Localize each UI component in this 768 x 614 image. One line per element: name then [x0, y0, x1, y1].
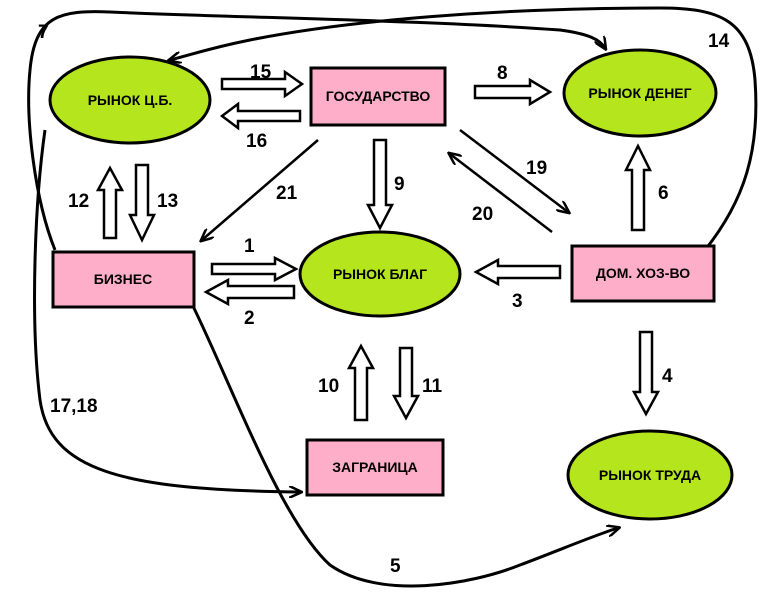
flow-label-10: 10 [318, 376, 339, 397]
flow-label-17-18: 17,18 [50, 396, 98, 417]
securities-market-label: РЫНОК Ц.Б. [88, 92, 173, 108]
flow-label-6: 6 [658, 183, 669, 204]
flow-label-13: 13 [157, 191, 178, 212]
flow-label-16: 16 [246, 131, 267, 152]
flow-5-curve [188, 299, 618, 588]
flow-label-14: 14 [708, 31, 730, 52]
foreign-sector-label: ЗАГРАНИЦА [332, 459, 418, 475]
flow-label-21: 21 [276, 183, 298, 204]
flow-9-arrow [365, 138, 395, 231]
flow-7-curve [27, 10, 605, 251]
flow-10-arrow [346, 343, 376, 422]
flow-4-arrow [631, 330, 661, 417]
flow-14-curve [170, 6, 758, 251]
flow-label-20: 20 [472, 204, 493, 225]
labor-market-label: РЫНОК ТРУДА [599, 467, 701, 483]
flow-label-5: 5 [390, 556, 401, 577]
flow-16-arrow [219, 101, 302, 131]
node-securities-market: РЫНОК Ц.Б. [48, 55, 212, 145]
node-foreign-sector: ЗАГРАНИЦА [305, 438, 445, 497]
flow-label-4: 4 [662, 366, 673, 387]
money-market-label: РЫНОК ДЕНЕГ [588, 85, 691, 101]
flow-19-line [459, 129, 568, 212]
flow-label-12: 12 [68, 191, 89, 212]
node-business: БИЗНЕС [51, 250, 196, 309]
node-labor-market: РЫНОК ТРУДА [566, 429, 734, 521]
node-government: ГОСУДАРСТВО [309, 66, 447, 127]
flow-21-line [202, 139, 319, 240]
flow-15-arrow [220, 69, 305, 99]
node-households: ДОМ. ХОЗ-ВО [570, 244, 716, 303]
node-goods-market: РЫНОК БЛАГ [298, 230, 462, 318]
flow-label-9: 9 [394, 174, 405, 195]
flow-label-15: 15 [250, 62, 272, 83]
flow-label-8: 8 [497, 63, 508, 84]
flow-20-line [450, 154, 553, 233]
flow-12-arrow [95, 165, 125, 240]
flow-label-7: 7 [38, 22, 49, 43]
government-label: ГОСУДАРСТВО [326, 88, 431, 104]
flow-label-3: 3 [512, 291, 523, 312]
flow-3-arrow [473, 257, 562, 287]
flow-2-arrow [203, 277, 296, 307]
flow-17-18-curve [33, 129, 300, 492]
node-money-market: РЫНОК ДЕНЕГ [562, 48, 718, 138]
flow-label-11: 11 [422, 376, 443, 397]
goods-market-label: РЫНОК БЛАГ [333, 266, 427, 282]
flow-label-19: 19 [526, 158, 547, 179]
flow-label-1: 1 [244, 236, 255, 257]
flow-13-arrow [128, 163, 156, 243]
business-label: БИЗНЕС [94, 271, 152, 287]
households-label: ДОМ. ХОЗ-ВО [596, 265, 690, 281]
flow-1-arrow [210, 255, 299, 283]
flow-6-arrow [623, 143, 653, 232]
flow-label-2: 2 [244, 308, 255, 329]
flow-8-arrow [473, 77, 553, 107]
flow-11-arrow [391, 346, 421, 421]
